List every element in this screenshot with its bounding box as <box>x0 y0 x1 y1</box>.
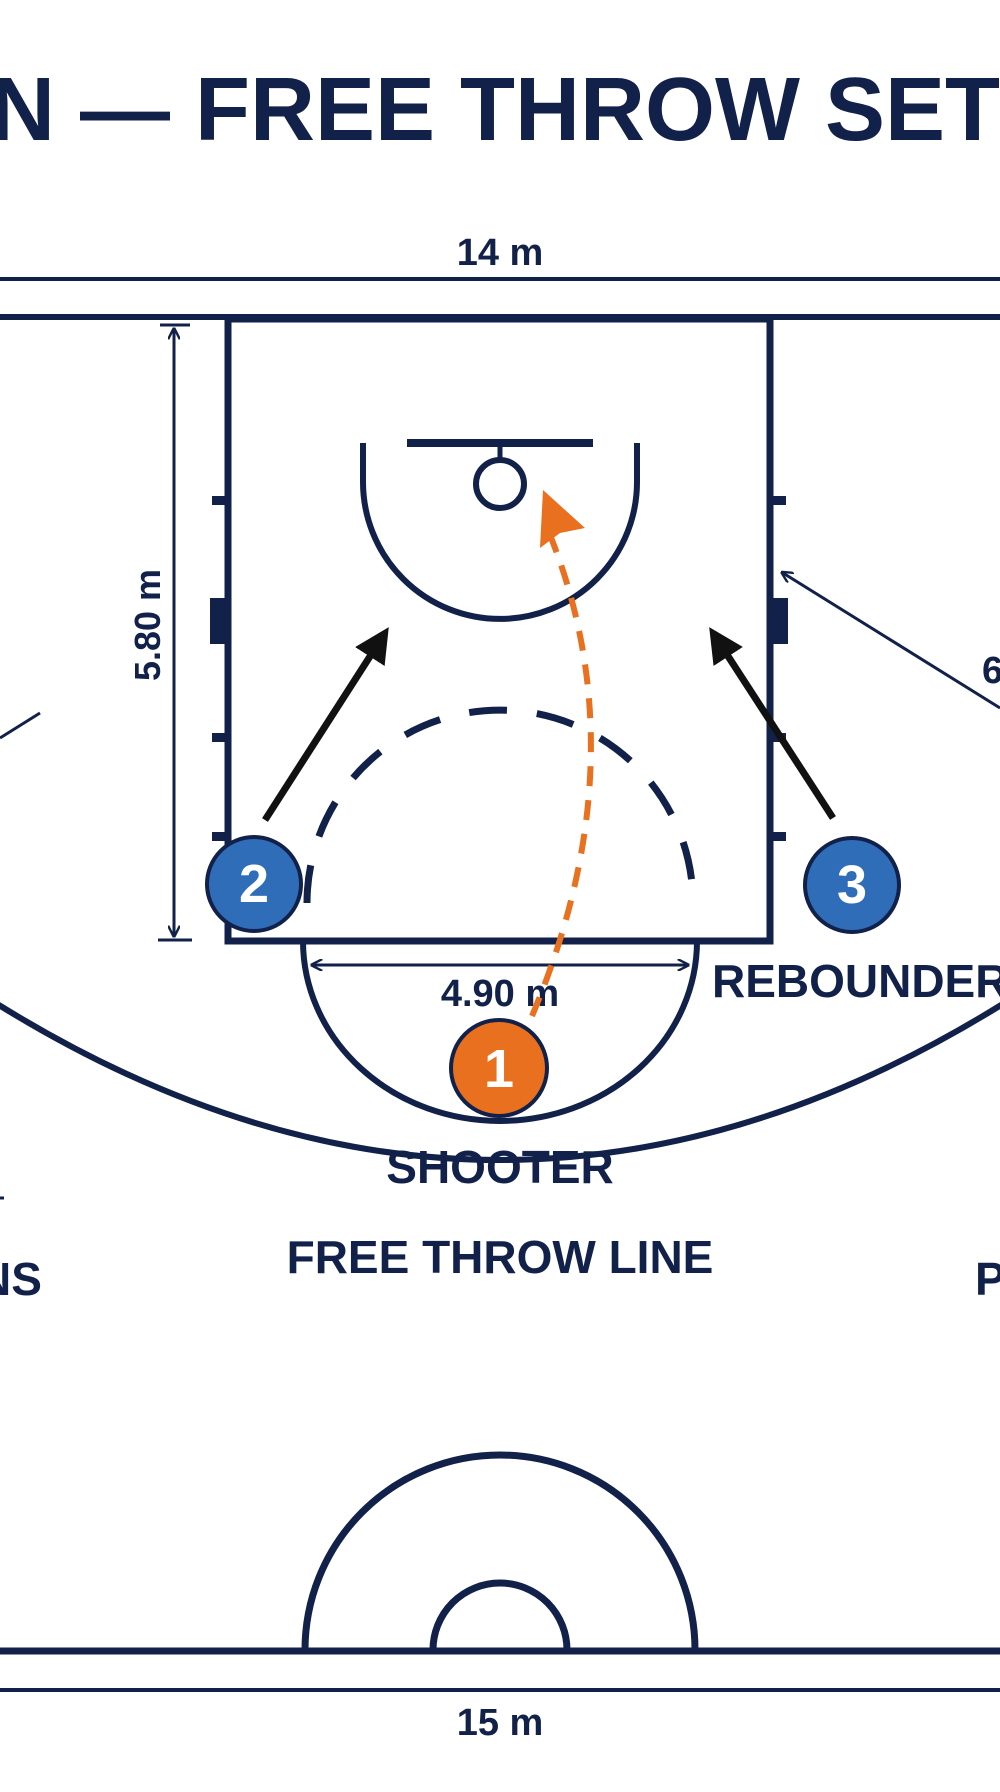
lane-mark-left-1 <box>212 496 228 505</box>
lane-mark-left-2 <box>212 733 228 742</box>
shot-trajectory-arrowhead <box>540 490 585 548</box>
lane-mark-right-1 <box>770 496 786 505</box>
lane-block-left <box>210 598 228 644</box>
baseline-width-label: 15 m <box>457 1702 544 1744</box>
player-3-circle <box>803 836 901 934</box>
left-3pt-indicator <box>0 711 41 740</box>
restricted-area-arc <box>360 443 640 622</box>
right-partial-label: P <box>975 1253 1000 1305</box>
player-1-number: 1 <box>484 1039 514 1099</box>
shot-trajectory <box>529 533 594 1018</box>
court-width-label: 14 m <box>457 232 544 274</box>
rebounder-3-arrow <box>709 627 836 820</box>
lane-mark-left-3 <box>212 832 228 841</box>
player-1-marker[interactable]: 1 <box>449 1018 549 1118</box>
lane-mark-right-3 <box>770 832 786 841</box>
player-3-number: 3 <box>837 855 867 915</box>
lane-block-right <box>770 598 788 644</box>
page-title: N — FREE THROW SETUP & <box>0 60 1000 160</box>
lane-width-label: 4.90 m <box>441 973 559 1015</box>
free-throw-lane <box>224 315 774 945</box>
player-1-circle <box>449 1018 549 1118</box>
left-partial-label: NS <box>0 1253 42 1305</box>
shooter-label: SHOOTER <box>386 1141 613 1193</box>
center-circle-outer <box>301 1451 699 1651</box>
player-2-circle <box>205 835 303 933</box>
player-3-marker[interactable]: 3 <box>803 836 901 934</box>
center-circle-inner <box>429 1579 571 1651</box>
three-point-distance-pointer <box>783 573 1000 710</box>
rim <box>473 457 527 511</box>
free-throw-circle-dashed <box>303 706 697 904</box>
free-throw-circle-solid <box>300 940 700 1124</box>
three-point-arc <box>0 1002 1000 1163</box>
player-2-marker[interactable]: 2 <box>205 835 303 933</box>
rebounder-2-arrow <box>262 627 389 822</box>
free-throw-line-label: FREE THROW LINE <box>287 1231 714 1283</box>
three-point-distance-label: 6 <box>982 650 1000 692</box>
player-2-number: 2 <box>239 854 269 914</box>
lane-length-label: 5.80 m <box>127 569 168 681</box>
